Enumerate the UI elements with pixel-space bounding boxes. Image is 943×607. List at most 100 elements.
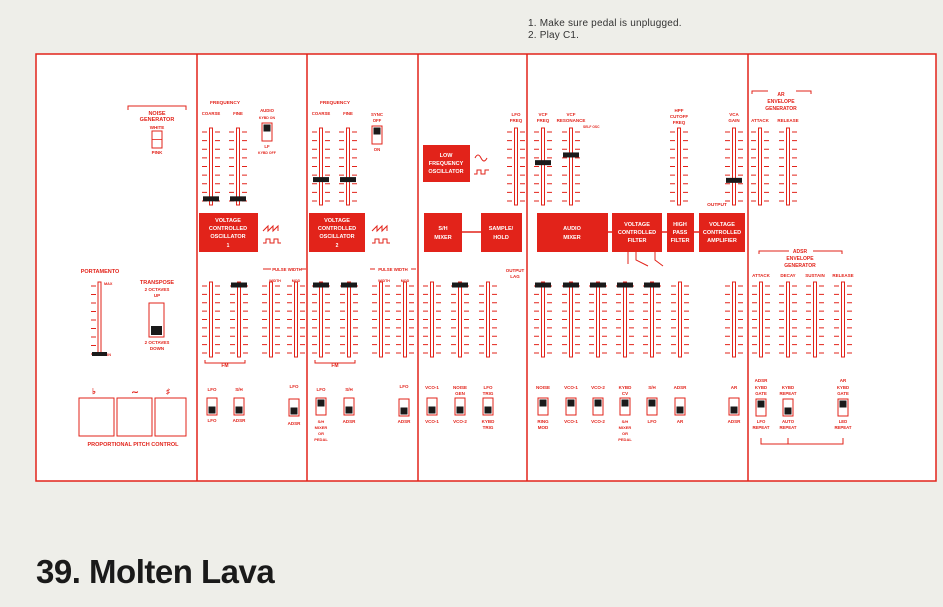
vcf-resonance-slider[interactable] [562, 127, 580, 206]
sh-source-switch-1-lever [428, 406, 436, 414]
vcf-freq-slider[interactable] [534, 127, 552, 206]
vco1-fm-slider-2[interactable] [230, 281, 248, 358]
mixer-slider-noise[interactable] [534, 281, 552, 358]
adsr-release-slider[interactable] [834, 281, 852, 358]
mixer-slider-adsr[interactable] [671, 281, 689, 358]
mixer-slider-vco1[interactable] [562, 281, 580, 358]
pitch-pad-sharp[interactable] [154, 397, 187, 437]
vcf-resonance-slider-knob[interactable] [563, 152, 579, 158]
vco2-sw1-bottom-3: OR [318, 431, 324, 436]
mixer-slider-sh[interactable] [643, 281, 661, 358]
sh-source-switch-1[interactable] [426, 397, 438, 416]
vco2-fm-slider-2[interactable] [340, 281, 358, 358]
sh-mixer-slider-2-knob[interactable] [452, 282, 468, 288]
adsr-release-label: RELEASE [832, 273, 853, 278]
vco1-coarse-slider[interactable] [202, 127, 220, 206]
adsr-sustain-slider[interactable] [806, 281, 824, 358]
ar-title-1: AR [777, 92, 785, 98]
vco2-sync-switch[interactable] [371, 125, 383, 145]
vco2-pulse-mod-slider[interactable] [396, 281, 414, 358]
hpf-label-3: FREQ [673, 120, 686, 125]
mixer-switch-vco2[interactable] [592, 397, 604, 416]
patch-title: 39. Molten Lava [36, 553, 275, 590]
mixer-slider-sh-knob[interactable] [644, 282, 660, 288]
vcf-box-line2: CONTROLLED [618, 230, 656, 236]
vco1-mod-switch-1[interactable] [206, 397, 218, 416]
sh-mixer-slider-1[interactable] [423, 281, 441, 358]
hpf-box-line1: HIGH [673, 222, 687, 228]
mixer-slider-vco2[interactable] [589, 281, 607, 358]
lfo-sw3-bottom-2: TRIG [483, 425, 494, 430]
vco2-sync-on-label: ON [374, 147, 380, 152]
noise-white-label: WHITE [150, 125, 165, 130]
vco1-pwm-switch[interactable] [288, 398, 300, 417]
lfo-square-wave-icon [474, 169, 489, 175]
mixer-switch-sh[interactable] [646, 397, 658, 416]
output-lag-slider[interactable] [479, 281, 497, 358]
adsr-decay-slider[interactable] [779, 281, 797, 358]
transpose-label: TRANSPOSE [140, 280, 175, 286]
vco2-section: FREQUENCY COARSE FINE SYNC OFF ON VOLTAG… [309, 100, 416, 442]
mixer-slider-kybd[interactable] [616, 281, 634, 358]
vca-gain-slider-knob[interactable] [726, 177, 742, 183]
vcf-freq-slider-knob[interactable] [535, 160, 551, 166]
lfo-freq-slider[interactable] [507, 127, 525, 206]
vca-mod-slider[interactable] [725, 281, 743, 358]
vco1-fine-slider-knob[interactable] [230, 196, 246, 202]
vco1-pulse-width-slider[interactable] [262, 281, 280, 358]
ar-gate-switch[interactable] [837, 398, 849, 417]
vco1-fm-slider-1[interactable] [202, 281, 220, 358]
mixer-slider-kybd-knob[interactable] [617, 282, 633, 288]
vco1-fine-slider[interactable] [229, 127, 247, 206]
sh-trigger-switch[interactable] [482, 397, 494, 416]
ar-attack-slider[interactable] [751, 127, 769, 206]
mixer-switch-vco1[interactable] [565, 397, 577, 416]
vco1-coarse-slider-knob[interactable] [203, 196, 219, 202]
vca-env-switch[interactable] [728, 397, 740, 416]
vco2-mod-switch-1[interactable] [315, 397, 327, 416]
vco2-coarse-slider-knob[interactable] [313, 177, 329, 183]
mixer-switch-vco1-lever [567, 399, 575, 407]
env-led-repeat-1: LED [839, 419, 848, 424]
vco1-fm-slider-2-knob[interactable] [231, 282, 247, 288]
vco2-fm-slider-1[interactable] [312, 281, 330, 358]
envelopes-section: AR ENVELOPE GENERATOR ATTACK RELEASE ADS… [751, 90, 854, 445]
vco2-pulse-width-slider[interactable] [372, 281, 390, 358]
hpf-cutoff-slider[interactable] [670, 127, 688, 206]
sh-mixer-slider-2[interactable] [451, 281, 469, 358]
vco1-mod-switch-2[interactable] [233, 397, 245, 416]
vco2-frequency-label: FREQUENCY [320, 100, 351, 106]
portamento-slider[interactable] [97, 281, 102, 356]
portamento-knob[interactable] [92, 352, 107, 356]
vco2-fm-slider-1-knob[interactable] [313, 282, 329, 288]
mixer-switch-kybd[interactable] [619, 397, 631, 416]
vcf-box-line1: VOLTAGE [624, 222, 650, 228]
vco2-fm-slider-2-knob[interactable] [341, 282, 357, 288]
mixer-switch-env[interactable] [674, 397, 686, 416]
pitch-pad-flat[interactable] [78, 397, 115, 437]
vco2-pwm-switch[interactable] [398, 398, 410, 417]
adsr-repeat-switch[interactable] [782, 398, 794, 417]
vco1-audio-label: AUDIO [260, 108, 275, 113]
adsr-attack-label: ATTACK [752, 273, 771, 278]
vco2-mod-switch-2[interactable] [343, 397, 355, 416]
adsr-gate-switch[interactable] [755, 398, 767, 417]
mixer-slider-vco1-knob[interactable] [563, 282, 579, 288]
ar-release-slider[interactable] [779, 127, 797, 206]
output-lag-label-1: OUTPUT [506, 268, 525, 273]
vco2-coarse-slider[interactable] [312, 127, 330, 206]
pitch-pad-center[interactable] [116, 397, 153, 437]
vco2-fine-slider[interactable] [339, 127, 357, 206]
sh-source-switch-2[interactable] [454, 397, 466, 416]
vco1-pulse-mod-slider[interactable] [287, 281, 305, 358]
vco2-fine-slider-knob[interactable] [340, 177, 356, 183]
adsr-attack-slider[interactable] [752, 281, 770, 358]
mixer-filter-section: VCF FREQ VCF RESONANCE SELF OSC HPF CUTO… [536, 108, 699, 442]
transpose-down-1: 2 OCTAVES [145, 340, 170, 345]
vco1-audio-switch[interactable] [261, 122, 273, 142]
mixer-slider-vco2-knob[interactable] [590, 282, 606, 288]
mixer-slider-noise-knob[interactable] [535, 282, 551, 288]
vca-gain-slider[interactable] [725, 127, 743, 206]
mixer-switch-noise[interactable] [537, 397, 549, 416]
